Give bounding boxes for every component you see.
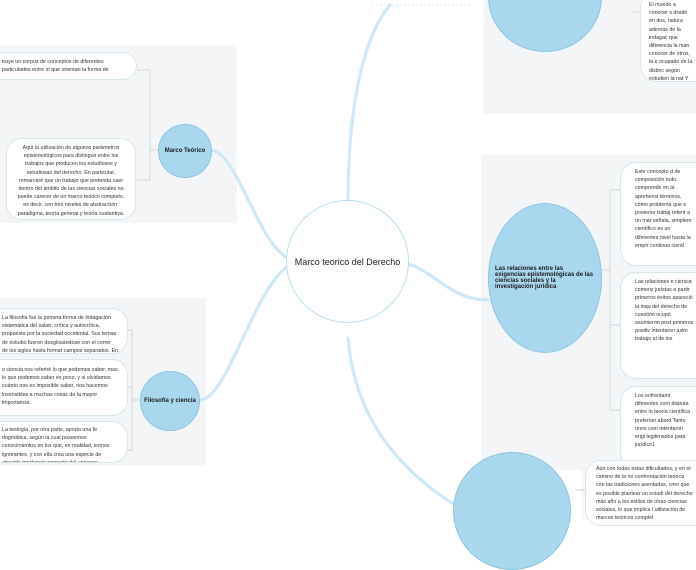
branch-marco-teorico-label: Marco Teórico	[164, 148, 206, 154]
leaf-top-right-1: El mundo a conocer s dividir en dos, nat…	[640, 0, 696, 82]
branch-relaciones[interactable]: Las relaciones entre las exigencias epis…	[488, 203, 602, 353]
link-central-top	[346, 3, 392, 202]
leaf-relaciones-2: Las relaciones e ciencia comenz juristas…	[620, 272, 696, 379]
branch-relaciones-label: Las relaciones entre las exigencias epis…	[495, 266, 594, 290]
leaf-relaciones-3: Los enfrentami diferentes corri disputa …	[620, 386, 696, 468]
link-central-relaciones	[393, 260, 490, 302]
leaf-marco-teorico-1: truye un corpus de conceptos de diferent…	[0, 52, 137, 80]
link-central-filosofia	[198, 260, 302, 402]
leaf-relaciones-1: Este concepto d de composición todo, com…	[620, 162, 696, 266]
link-central-marco	[208, 148, 302, 264]
leaf-filosofia-1: La filosofía fue la primera forma de ind…	[0, 308, 128, 354]
leaf-filosofia-2: o ciencia nos referiré lo que podemos sa…	[0, 359, 128, 416]
branch-filosofia-ciencia-label: Filosofía y ciencia	[144, 398, 196, 404]
central-topic[interactable]: Marco teorico del Derecho	[286, 200, 409, 323]
branch-bottom-left[interactable]	[453, 452, 571, 570]
branch-marco-teorico[interactable]: Marco Teórico	[158, 124, 212, 178]
central-topic-label: Marco teorico del Derecho	[294, 256, 401, 267]
leaf-bottom-1: Aún con todas estas dificultades, y en e…	[585, 460, 696, 526]
branch-filosofia-ciencia[interactable]: Filosofía y ciencia	[140, 371, 200, 431]
link-central-bottom	[346, 336, 457, 507]
leaf-marco-teorico-2: Aquí la utilización de algunos parámetro…	[6, 138, 136, 220]
leaf-filosofia-3: La teología, por otra parte, aporta una …	[0, 421, 128, 463]
